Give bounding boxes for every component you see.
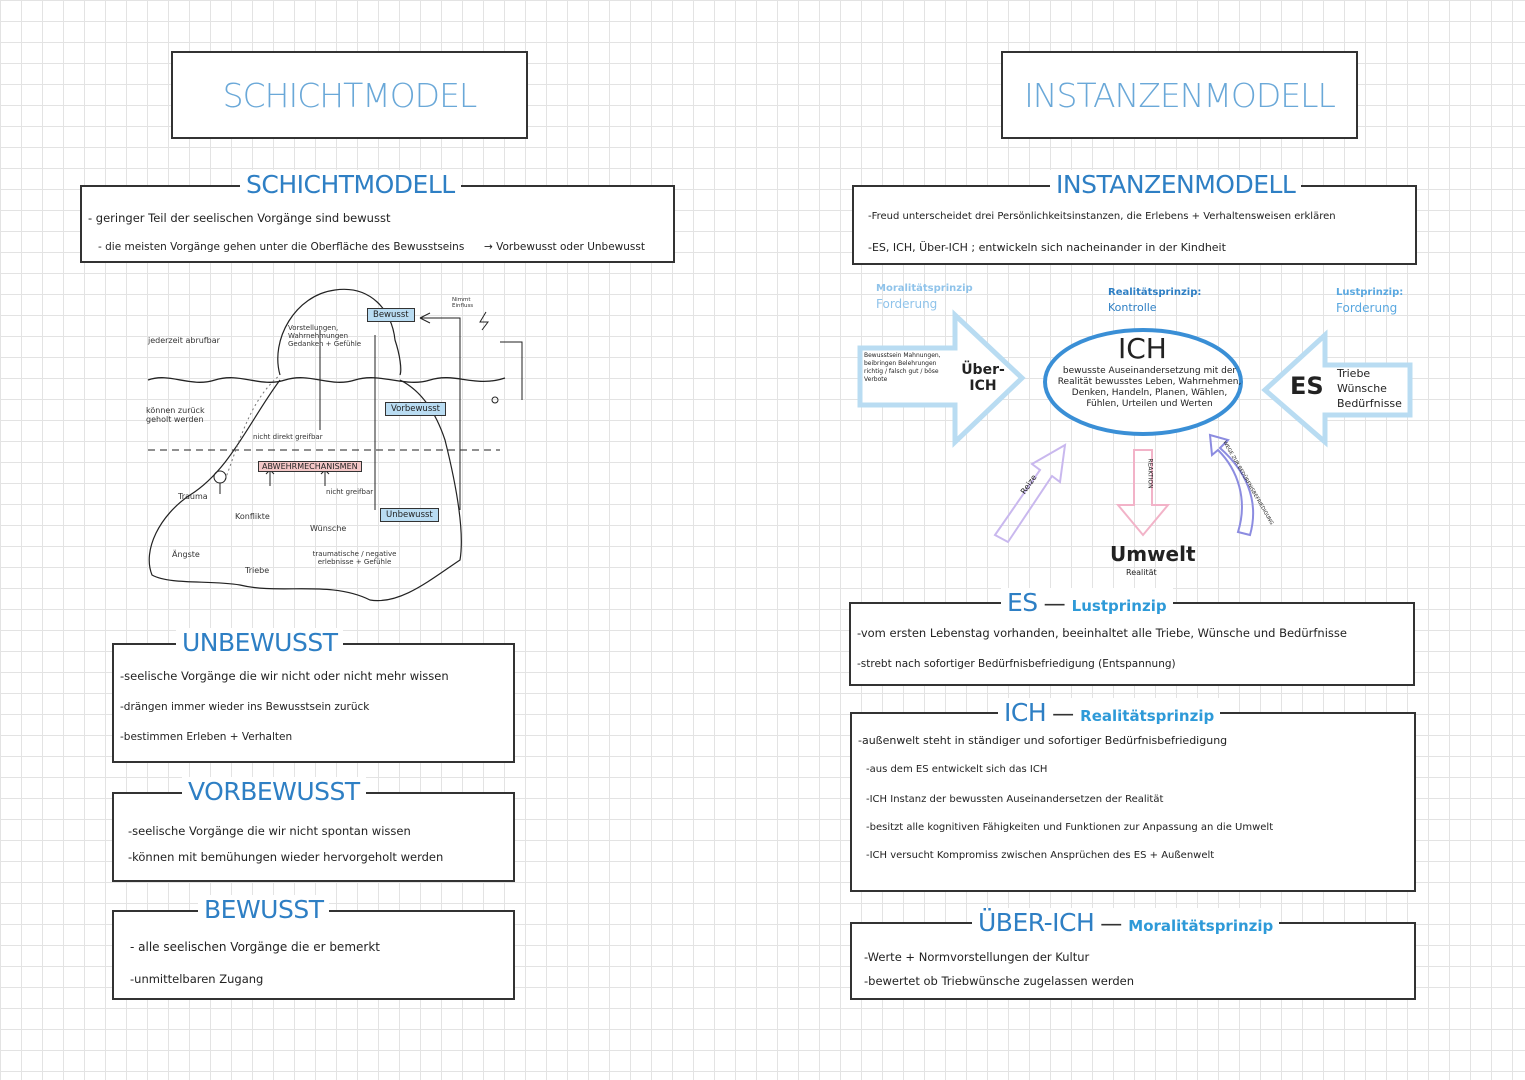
- ueber-heading: ÜBER-ICH: [978, 908, 1095, 937]
- unbewusst-line-2: -drängen immer wieder ins Bewusstsein zu…: [120, 701, 370, 713]
- ueber-ich-label: Über-ICH: [961, 362, 1005, 394]
- bewusst-heading-wrap: BEWUSST: [198, 895, 330, 924]
- ich-description: bewusste Auseinandersetzung mit der Real…: [1057, 366, 1242, 409]
- real-title: Realitätsprinzip:: [1108, 287, 1202, 298]
- schicht-line-2: - die meisten Vorgänge gehen unter die O…: [98, 241, 465, 253]
- ueber-dash: —: [1100, 912, 1123, 937]
- ich-section: ICH — Realitätsprinzip -außenwelt steht …: [850, 698, 1416, 892]
- ueber-ich-description: Bewusstsein Mahnungen, beibringen Belehr…: [864, 352, 941, 383]
- label-triebe: Triebe: [245, 566, 270, 575]
- bewusst-line-1: - alle seelischen Vorgänge die er bemerk…: [130, 940, 380, 954]
- label-traumatische: traumatische / negative erlebnisse + Gef…: [312, 550, 397, 566]
- es-heading-wrap: ES — Lustprinzip: [1001, 588, 1173, 617]
- instanzenmodell-section: INSTANZENMODELL -Freud unterscheidet dre…: [852, 170, 1417, 265]
- iceberg-drawing: [147, 288, 523, 602]
- ich-sub: Realitätsprinzip: [1080, 707, 1215, 725]
- schichtmodell-section: SCHICHTMODELL - geringer Teil der seelis…: [80, 170, 675, 263]
- instanzenmodell-heading: INSTANZENMODELL: [1056, 170, 1296, 199]
- label-vorstellungen: Vorstellungen, Wahrnehmungen Gedanken + …: [288, 324, 362, 348]
- label-nimmt-einfluss: Nimmt Einfluss: [452, 297, 474, 309]
- label-koennen: können zurück geholt werden: [146, 406, 205, 424]
- ich-line-1: -außenwelt steht in ständiger und sofort…: [858, 734, 1228, 747]
- es-section: ES — Lustprinzip -vom ersten Lebenstag v…: [849, 588, 1415, 686]
- ich-heading: ICH: [1004, 698, 1047, 727]
- label-abwehrmechanismen: ABWEHRMECHANISMEN: [258, 461, 362, 472]
- es-label: ES: [1290, 372, 1324, 400]
- schichtmodell-heading: SCHICHTMODELL: [246, 170, 455, 199]
- moral-sub: Forderung: [876, 297, 938, 311]
- label-bewusst: Bewusst: [367, 308, 415, 322]
- real-sub: Kontrolle: [1108, 301, 1157, 314]
- bewusst-line-2: -unmittelbaren Zugang: [130, 972, 264, 986]
- lust-title: Lustprinzip:: [1336, 287, 1404, 298]
- instanzen-diagram: Moralitätsprinzip Forderung Realitätspri…: [850, 280, 1420, 580]
- lust-sub: Forderung: [1336, 301, 1398, 315]
- umwelt-label: Umwelt: [1110, 542, 1196, 566]
- unbewusst-line-3: -bestimmen Erleben + Verhalten: [120, 731, 293, 743]
- ueber-line-2: -bewertet ob Triebwünsche zugelassen wer…: [864, 974, 1135, 988]
- unbewusst-line-1: -seelische Vorgänge die wir nicht oder n…: [120, 669, 449, 683]
- iceberg-diagram: Bewusst Vorbewusst Unbewusst ABWEHRMECHA…: [130, 280, 530, 610]
- ich-dash: —: [1052, 702, 1075, 727]
- schicht-line-1: - geringer Teil der seelischen Vorgänge …: [88, 211, 391, 225]
- ich-label: ICH: [1118, 332, 1167, 365]
- ueber-ich-section: ÜBER-ICH — Moralitätsprinzip -Werte + No…: [850, 908, 1416, 1000]
- umwelt-sub: Realität: [1126, 568, 1157, 577]
- es-line-1: -vom ersten Lebenstag vorhanden, beeinha…: [857, 626, 1347, 640]
- label-trauma: Trauma: [178, 492, 208, 501]
- ich-line-4: -besitzt alle kognitiven Fähigkeiten und…: [866, 822, 1274, 833]
- unbewusst-section: UNBEWUSST -seelische Vorgänge die wir ni…: [112, 628, 515, 763]
- vorbewusst-heading: VORBEWUSST: [188, 777, 360, 806]
- es-heading: ES: [1007, 588, 1038, 617]
- ich-line-2: -aus dem ES entwickelt sich das ICH: [866, 764, 1048, 775]
- vorbewusst-section: VORBEWUSST -seelische Vorgänge die wir n…: [112, 777, 515, 882]
- unbewusst-heading: UNBEWUSST: [182, 628, 338, 657]
- label-wuensche: Wünsche: [310, 524, 347, 533]
- ich-heading-wrap: ICH — Realitätsprinzip: [998, 698, 1221, 727]
- bewusst-heading: BEWUSST: [204, 895, 324, 924]
- label-unbewusst: Unbewusst: [380, 508, 439, 522]
- instanzenmodell-heading-wrap: INSTANZENMODELL: [1050, 170, 1302, 199]
- moral-title: Moralitätsprinzip: [876, 283, 973, 294]
- vorbewusst-line-1: -seelische Vorgänge die wir nicht sponta…: [128, 824, 411, 838]
- es-sub: Lustprinzip: [1071, 597, 1167, 615]
- label-aengste: Ängste: [172, 550, 200, 559]
- vorbewusst-heading-wrap: VORBEWUSST: [182, 777, 366, 806]
- ueber-line-1: -Werte + Normvorstellungen der Kultur: [864, 950, 1090, 964]
- es-line-2: -strebt nach sofortiger Bedürfnisbefried…: [857, 658, 1176, 670]
- ich-line-3: -ICH Instanz der bewussten Auseinanderse…: [866, 794, 1164, 805]
- label-vorbewusst: Vorbewusst: [385, 402, 447, 416]
- ueber-sub: Moralitätsprinzip: [1128, 917, 1274, 935]
- reaktion-label: REAKTION: [1146, 458, 1154, 489]
- left-title: SCHICHTMODEL: [222, 75, 478, 115]
- instanzen-line-1: -Freud unterscheidet drei Persönlichkeit…: [868, 211, 1336, 222]
- bewusst-section: BEWUSST - alle seelischen Vorgänge die e…: [112, 895, 515, 1000]
- schichtmodell-heading-wrap: SCHICHTMODELL: [240, 170, 461, 199]
- right-title: INSTANZENMODELL: [1024, 75, 1336, 115]
- label-konflikte: Konflikte: [235, 512, 270, 521]
- es-description: Triebe Wünsche Bedürfnisse: [1337, 367, 1402, 410]
- es-dash: —: [1043, 592, 1066, 617]
- right-title-box: INSTANZENMODELL: [1001, 51, 1358, 139]
- instanzen-line-2: -ES, ICH, Über-ICH ; entwickeln sich nac…: [868, 241, 1226, 254]
- label-nicht-greifbar: nicht greifbar: [326, 488, 374, 496]
- ueber-heading-wrap: ÜBER-ICH — Moralitätsprinzip: [972, 908, 1280, 937]
- left-title-box: SCHICHTMODEL: [171, 51, 528, 139]
- schicht-line-3: → Vorbewusst oder Unbewusst: [484, 241, 645, 253]
- label-jederzeit: jederzeit abrufbar: [148, 336, 220, 345]
- instanzen-drawing: [857, 309, 1413, 544]
- vorbewusst-line-2: -können mit bemühungen wieder hervorgeho…: [128, 850, 444, 864]
- unbewusst-heading-wrap: UNBEWUSST: [176, 628, 344, 657]
- label-nicht-direkt: nicht direkt greifbar: [253, 433, 323, 441]
- ich-line-5: -ICH versucht Kompromiss zwischen Ansprü…: [866, 850, 1215, 861]
